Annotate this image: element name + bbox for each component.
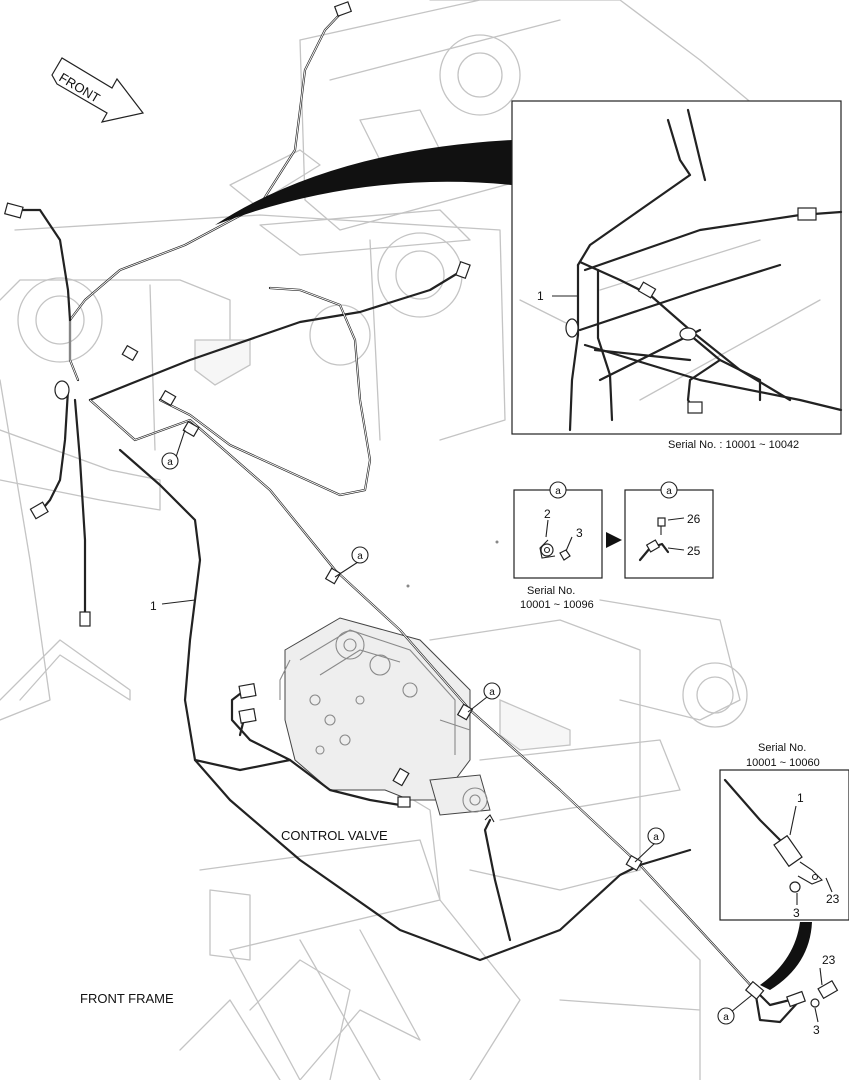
- mid-inset-serial-line1: Serial No.: [527, 585, 575, 597]
- part-number-3-main: 3: [813, 1023, 820, 1037]
- callout-a-1: a: [161, 452, 179, 470]
- svg-text:a: a: [489, 687, 495, 698]
- control-valve-body: [279, 617, 491, 816]
- part-number-26: 26: [687, 512, 701, 526]
- svg-text:a: a: [357, 551, 363, 562]
- part-number-23-main: 23: [822, 953, 836, 967]
- front-frame-label: FRONT FRAME: [80, 991, 174, 1006]
- top-inset-detail: 1 Serial No. : 10001 ~ 10042: [215, 100, 843, 451]
- harness-connectors: [3, 1, 839, 1008]
- part-number-23-right-inset: 23: [826, 892, 840, 906]
- part-number-3-right-inset: 3: [793, 906, 800, 920]
- part-number-3-inset: 3: [576, 526, 583, 540]
- part-number-1-main: 1: [150, 599, 157, 613]
- bottom-right-inset: Serial No. 10001 ~ 10060 1 3 23: [719, 742, 849, 990]
- inset-change-arrow: [606, 532, 622, 548]
- callout-a-4: a: [647, 827, 665, 845]
- callout-a-2: a: [351, 546, 369, 564]
- part-number-1-right-inset: 1: [797, 791, 804, 805]
- control-valve-label: CONTROL VALVE: [281, 828, 388, 843]
- part-number-1-top-inset: 1: [537, 289, 544, 303]
- main-harness-wires: [13, 10, 802, 1024]
- part-number-25: 25: [687, 544, 701, 558]
- part-number-2: 2: [544, 507, 551, 521]
- mid-inset-right: a 26 25: [624, 481, 714, 579]
- top-inset-serial: Serial No. : 10001 ~ 10042: [668, 439, 799, 451]
- right-inset-serial-line1: Serial No.: [758, 742, 806, 754]
- mid-inset-serial-line2: 10001 ~ 10096: [520, 599, 594, 611]
- svg-text:a: a: [167, 457, 173, 468]
- svg-text:a: a: [653, 832, 659, 843]
- mid-inset-left: a 2 3 Serial No. 10001 ~ 10096: [513, 481, 603, 611]
- leader-lines: [161, 429, 823, 1023]
- right-inset-serial-line2: 10001 ~ 10060: [746, 757, 820, 769]
- background-frame-structure: [0, 0, 761, 1080]
- svg-text:a: a: [555, 486, 561, 497]
- callout-a-3: a: [483, 682, 501, 700]
- svg-text:a: a: [723, 1012, 729, 1023]
- callout-a-5: a: [717, 1007, 735, 1025]
- front-direction-arrow: FRONT: [51, 57, 145, 123]
- svg-text:a: a: [666, 486, 672, 497]
